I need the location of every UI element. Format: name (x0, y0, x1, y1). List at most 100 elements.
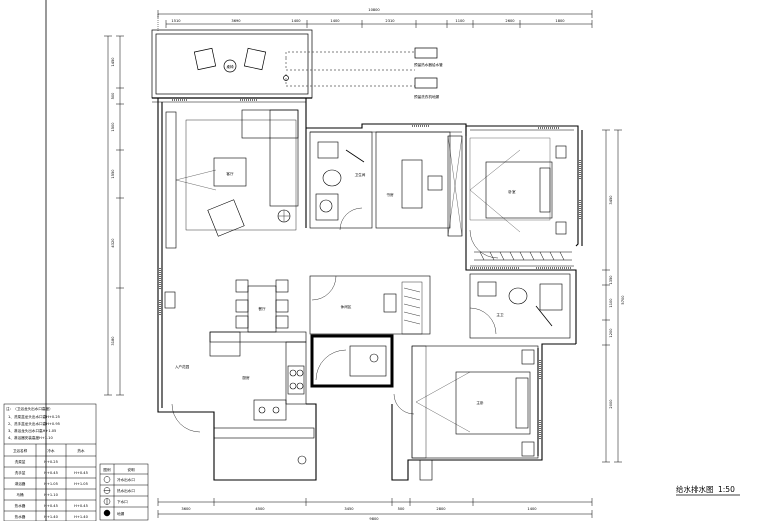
right-dimension-chain (602, 129, 622, 463)
master-bathroom (469, 273, 571, 339)
burner-icon (296, 382, 304, 390)
washer-drain-icon (414, 77, 438, 89)
table-cell: H+1.10 (44, 493, 58, 497)
table-cell: H+1.40 (44, 515, 58, 519)
nightstand (521, 441, 535, 457)
nook-shelf-hatch (403, 287, 421, 325)
sideboard (164, 291, 176, 309)
kitchen-door-swing (171, 403, 201, 433)
top-dim-0: 1510 (171, 19, 181, 23)
left-dim-0: 1450 (111, 57, 115, 67)
living-label: 客厅 (226, 171, 234, 176)
dining-chair (275, 315, 289, 329)
right-dim-4: 1200 (609, 328, 613, 338)
notes-line-2: 2、洗手盆龙头出水口高H+0.95 (8, 421, 60, 426)
study-label: 书房 (386, 192, 394, 197)
table-cell: H+0.45 (44, 504, 58, 508)
top-dim-6: 2600 (505, 19, 515, 23)
service-balcony-ledge (213, 427, 315, 439)
master-shower (539, 283, 563, 311)
table-header-hot: 热水 (77, 448, 85, 453)
dining-chair (235, 279, 249, 293)
burner-icon (289, 382, 297, 390)
balcony-drain-icon (283, 75, 289, 81)
stove (287, 365, 305, 395)
floor-drain-icon (297, 455, 307, 465)
table-cell: H+1.05 (74, 482, 88, 486)
dining-chair (275, 299, 289, 313)
burner-icon (289, 369, 297, 377)
right-dim-0: 3450 (609, 195, 613, 205)
top-dim-3: 1400 (330, 19, 340, 23)
entry-cabinet (419, 459, 433, 481)
legend-item: 冷水出水口 (117, 477, 135, 482)
master-bedroom-label: 主卧 (476, 400, 484, 405)
notes-line-4: 4、淋浴器安装高度H+1.10 (8, 435, 53, 440)
left-dim-4: 4320 (111, 238, 115, 248)
water-heater-icon (414, 47, 438, 59)
table-cell: 热水器 (15, 514, 26, 519)
right-dim-2: 1350 (609, 275, 613, 285)
dining-chair (235, 299, 249, 313)
closet-hatch (479, 251, 565, 261)
nook-cabinet (383, 293, 397, 313)
legend-header-icon: 图例 (103, 467, 111, 472)
master-washbasin (477, 281, 497, 297)
shower-drain-icon (319, 199, 333, 213)
kitchen (171, 331, 315, 465)
bottom-dim-2: 3450 (344, 507, 354, 511)
drain-label: 预留洗衣机地漏 (414, 94, 440, 99)
master-toilet (508, 287, 528, 305)
sofa-side (269, 109, 299, 207)
nightstand (555, 145, 567, 159)
bottom-dimension-chain (157, 498, 593, 518)
legend-item: 热水出水口 (117, 488, 135, 493)
balcony (151, 29, 438, 99)
table-cell: H+0.45 (74, 471, 88, 475)
left-dimension-chain (104, 35, 124, 396)
bath2-label: 卫生间 (355, 172, 366, 177)
bottom-dim-labels: 3600 4500 3450 500 2800 1400 9800 (181, 507, 537, 521)
table-cell: 洗菜盆 (15, 459, 26, 464)
cold-water-outlet-icon (103, 476, 111, 483)
right-dim-3: 1100 (609, 298, 613, 308)
notes-title: 注：（卫浴龙头出水口高度） (6, 406, 53, 411)
right-dim-5: 2000 (609, 399, 613, 409)
balcony-table-label: 桌椅 (226, 64, 234, 69)
living-rug (185, 119, 297, 231)
table-header-cold: 冷水 (47, 448, 55, 453)
toilet (322, 169, 342, 187)
table-header-name: 卫浴名称 (13, 448, 28, 453)
legend-header-desc: 说明 (127, 467, 135, 472)
balcony-round-table (223, 59, 237, 73)
master-bed (455, 371, 531, 435)
right-dim-1: 5700 (621, 295, 625, 305)
drawing-title: 给水排水图 (676, 484, 714, 494)
left-dim-2: 1500 (111, 122, 115, 132)
left-dim-5: 3180 (111, 336, 115, 346)
top-dim-2: 1400 (291, 19, 301, 23)
top-dim-4: 2310 (385, 19, 395, 23)
table-cell: 淋浴器 (15, 481, 26, 486)
right-dim-labels: 3450 5700 1350 1100 1200 2000 (609, 195, 625, 409)
table-cell: H+0.45 (74, 504, 88, 508)
nook-door-swing (311, 275, 337, 301)
legend-item: 下水口 (117, 499, 128, 504)
shower-area (315, 193, 339, 221)
bottom-dim-0: 3600 (181, 507, 191, 511)
sink-drain-icon (258, 406, 266, 414)
outer-walls (157, 97, 583, 481)
top-dim-labels: 1510 3690 1400 1400 2310 1100 2600 1800 (171, 19, 565, 23)
top-overall-dim: 10800 (368, 8, 380, 12)
top-dimension-chain (157, 10, 593, 31)
study-chair (427, 175, 443, 191)
living-room (165, 109, 299, 249)
nightstand (555, 221, 567, 235)
bedroom-2 (469, 137, 572, 261)
water-outlet-label: 预留热水器给水管 (414, 62, 443, 67)
table-cell: 马桶 (16, 492, 24, 497)
bed2-door-swing (469, 229, 499, 259)
bedroom2-label: 卧室 (508, 189, 516, 194)
